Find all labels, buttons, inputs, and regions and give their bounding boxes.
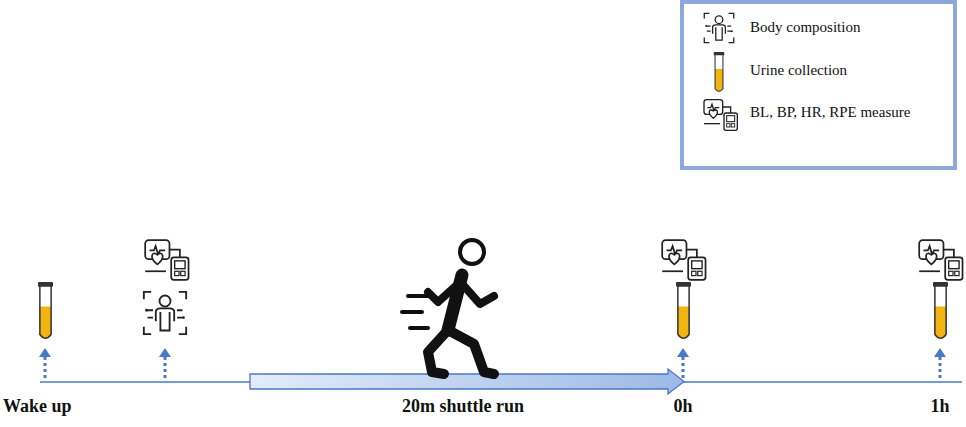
legend-label: BL, BP, HR, RPE measure	[750, 104, 910, 121]
run-band-arrow	[250, 369, 684, 394]
measure-icon	[704, 100, 737, 131]
measure-icon	[662, 240, 705, 280]
timeline-label: Wake up	[3, 396, 72, 417]
measure-icon	[919, 240, 962, 280]
urine-tube-icon	[676, 282, 691, 338]
body-composition-icon	[704, 13, 733, 42]
urine-tube-icon	[714, 52, 725, 91]
legend-label: Urine collection	[750, 62, 847, 79]
measure-icon	[145, 240, 188, 280]
legend-label: Body composition	[750, 19, 860, 36]
body-composition-icon	[144, 292, 186, 334]
urine-tube-icon	[933, 282, 948, 338]
timeline-label: 1h	[930, 396, 949, 417]
timeline-label: 20m shuttle run	[402, 396, 524, 417]
legend-frame	[682, 2, 955, 168]
runner-figure	[402, 240, 494, 374]
timeline-label: 0h	[673, 396, 692, 417]
urine-tube-icon	[38, 282, 53, 338]
